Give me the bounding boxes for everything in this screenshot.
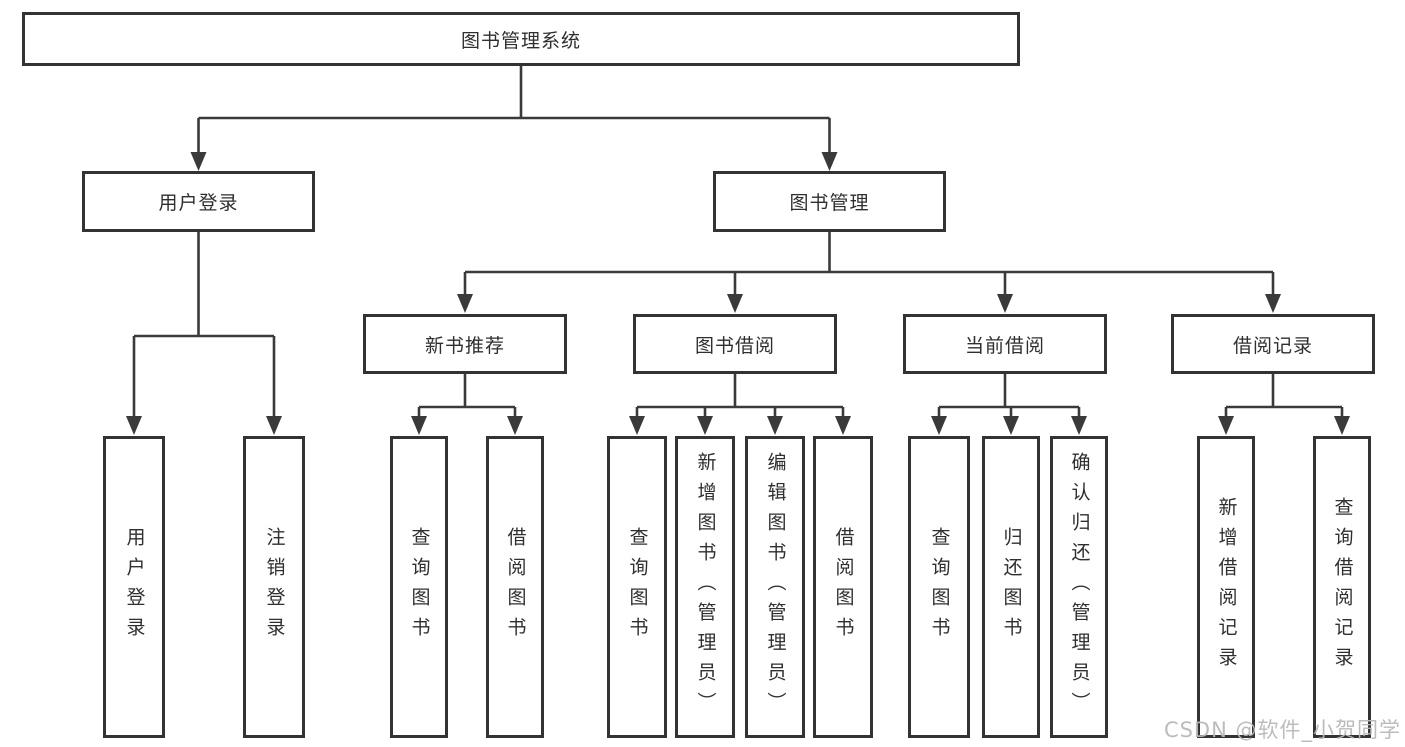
node-borrow-record-label: 借阅记录 — [1232, 334, 1313, 357]
arrowheads — [126, 152, 1350, 435]
node-current-borrow-label: 当前借阅 — [964, 334, 1045, 357]
node-root-label: 图书管理系统 — [460, 29, 581, 52]
node-new-book-recommend: 新书推荐 — [363, 314, 567, 374]
node-user-login: 用户登录 — [82, 171, 315, 232]
leaf-add-book-admin: 新增图书（管理员） — [675, 436, 735, 738]
node-book-borrow: 图书借阅 — [633, 314, 837, 374]
node-book-management: 图书管理 — [713, 171, 946, 232]
leaf-borrow-books: 借阅图书 — [813, 436, 873, 738]
node-current-borrow: 当前借阅 — [903, 314, 1107, 374]
leaf-borrow-books-recommend-label: 借阅图书 — [504, 527, 527, 647]
leaf-logout-label: 注销登录 — [263, 527, 286, 647]
node-root-system: 图书管理系统 — [22, 12, 1020, 66]
leaf-borrow-books-label: 借阅图书 — [832, 527, 855, 647]
leaf-query-books-current-label: 查询图书 — [928, 527, 951, 647]
node-book-management-label: 图书管理 — [789, 192, 870, 214]
leaf-return-book: 归还图书 — [982, 436, 1040, 738]
node-new-book-recommend-label: 新书推荐 — [424, 334, 505, 357]
leaf-query-borrow-record: 查询借阅记录 — [1313, 436, 1371, 738]
leaf-add-borrow-record-label: 新增借阅记录 — [1215, 497, 1238, 677]
leaf-query-books-recommend-label: 查询图书 — [408, 527, 431, 647]
leaf-user-login: 用户登录 — [103, 436, 165, 738]
node-book-borrow-label: 图书借阅 — [694, 334, 775, 357]
leaf-return-book-label: 归还图书 — [1000, 527, 1023, 647]
leaf-query-books-borrow-label: 查询图书 — [626, 527, 649, 647]
leaf-query-books-recommend: 查询图书 — [390, 436, 448, 738]
leaf-add-book-admin-label: 新增图书（管理员） — [694, 452, 717, 722]
node-user-login-label: 用户登录 — [158, 192, 239, 214]
csdn-watermark: CSDN @软件_小贺同学 — [1163, 718, 1401, 742]
leaf-logout: 注销登录 — [243, 436, 305, 738]
leaf-query-borrow-record-label: 查询借阅记录 — [1331, 497, 1354, 677]
leaf-borrow-books-recommend: 借阅图书 — [486, 436, 544, 738]
leaf-edit-book-admin: 编辑图书（管理员） — [745, 436, 805, 738]
leaf-query-books-current: 查询图书 — [908, 436, 970, 738]
leaf-confirm-return-admin-label: 确认归还（管理员） — [1068, 452, 1091, 722]
node-borrow-record: 借阅记录 — [1171, 314, 1375, 374]
leaf-confirm-return-admin: 确认归还（管理员） — [1050, 436, 1108, 738]
leaf-add-borrow-record: 新增借阅记录 — [1197, 436, 1255, 738]
leaf-user-login-label: 用户登录 — [123, 527, 146, 647]
leaf-query-books-borrow: 查询图书 — [607, 436, 667, 738]
leaf-edit-book-admin-label: 编辑图书（管理员） — [764, 452, 787, 722]
